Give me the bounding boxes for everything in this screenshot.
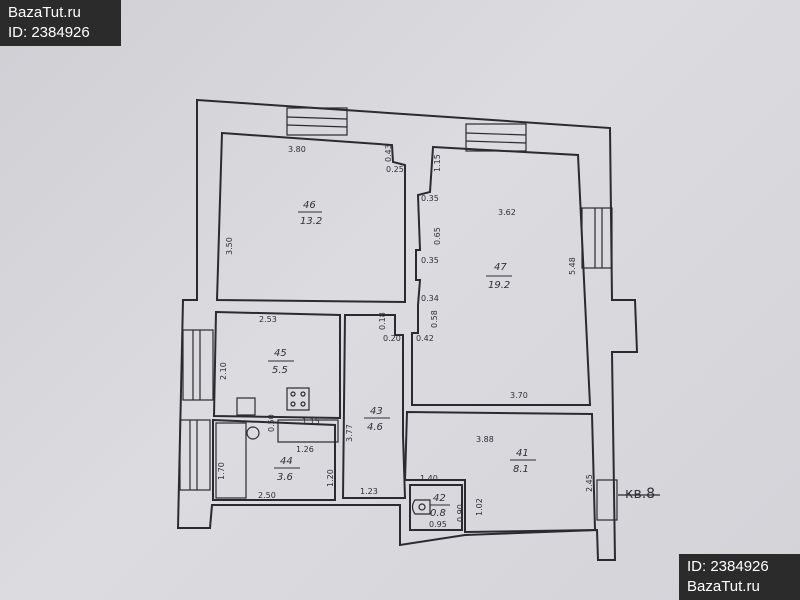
room-43-outline [341,314,407,499]
dimension: 1.15 [302,417,320,426]
room-area: 13.2 [300,216,322,227]
sink [246,426,260,440]
dimension: 3.70 [510,391,528,400]
dimension: 0.90 [456,504,465,522]
room-46-outline [215,131,406,304]
watermark-site: BazaTut.ru [8,4,81,21]
room-area: 0.8 [430,508,446,519]
dimension: 0.95 [429,520,447,529]
dimension: 0.43 [384,144,393,162]
room-area: 19.2 [488,280,510,291]
dimension: 1.15 [433,154,442,172]
watermark-id: ID: 2384926 [8,24,90,41]
room-number: 42 [433,493,446,504]
room-area: 4.6 [367,422,383,433]
dimension: 3.80 [288,145,306,154]
fixtures [215,387,660,515]
watermark-top: BazaTut.ru ID: 2384926 [0,0,121,46]
dimension: 3.88 [476,435,494,444]
watermark-id: ID: 2384926 [687,558,769,575]
room-number: 41 [516,448,529,459]
dimension: 3.77 [345,424,354,442]
rooms [212,131,597,534]
room-area: 8.1 [513,464,529,475]
dimension: 1.26 [296,445,314,454]
dimension: 0.58 [430,310,439,328]
toilet [418,503,426,511]
dimension: 1.20 [326,469,335,487]
dimension: 0.42 [416,334,434,343]
watermark-site: BazaTut.ru [687,578,760,595]
dimension: 3.50 [225,237,234,255]
room-number: 43 [370,406,383,417]
dimension: 0.18 [378,312,387,330]
room-44-outline [212,418,336,501]
dimension-labels: 3.80 3.50 0.43 0.25 1.15 0.35 0.65 0.35 … [217,144,594,529]
room-number: 46 [303,200,316,211]
room-number: 45 [274,348,287,359]
room-area: 5.5 [272,365,288,376]
bathtub [215,422,247,499]
stove [286,387,310,411]
dimension: 0.25 [386,165,404,174]
watermark-bottom: ID: 2384926 BazaTut.ru [679,554,800,600]
water-heater [236,397,256,416]
dimension: 2.53 [259,315,277,324]
windows [179,107,618,521]
room-42-outline [409,484,463,531]
dimension: 0.50 [267,414,276,432]
kitchen-counter [277,419,339,443]
room-area: 3.6 [277,472,293,483]
dimension: 1.02 [475,498,484,516]
dimension: 0.20 [383,334,401,343]
dimension: 0.34 [421,294,439,303]
room-number: 44 [280,456,293,467]
dimension: 0.65 [433,227,442,245]
dimension: 0.35 [421,194,439,203]
dimension: 0.35 [421,256,439,265]
dimension: 5.48 [568,257,577,275]
room-number: 47 [494,262,507,273]
dimension: 2.50 [258,491,276,500]
outer-wall [176,98,639,561]
room-47-outline [411,145,592,406]
dimension: 1.70 [217,462,226,480]
dimension: 3.62 [498,208,516,217]
dimension: 1.23 [360,487,378,496]
dimension: 1.40 [420,474,438,483]
room-labels: 46 13.2 47 19.2 45 5.5 43 4.6 44 3.6 41 … [268,200,536,519]
apartment-label: кв.8 [625,486,655,502]
dimension: 2.45 [585,474,594,492]
room-41-outline [403,410,597,534]
dimension: 2.10 [219,362,228,380]
room-45-outline [212,310,341,420]
